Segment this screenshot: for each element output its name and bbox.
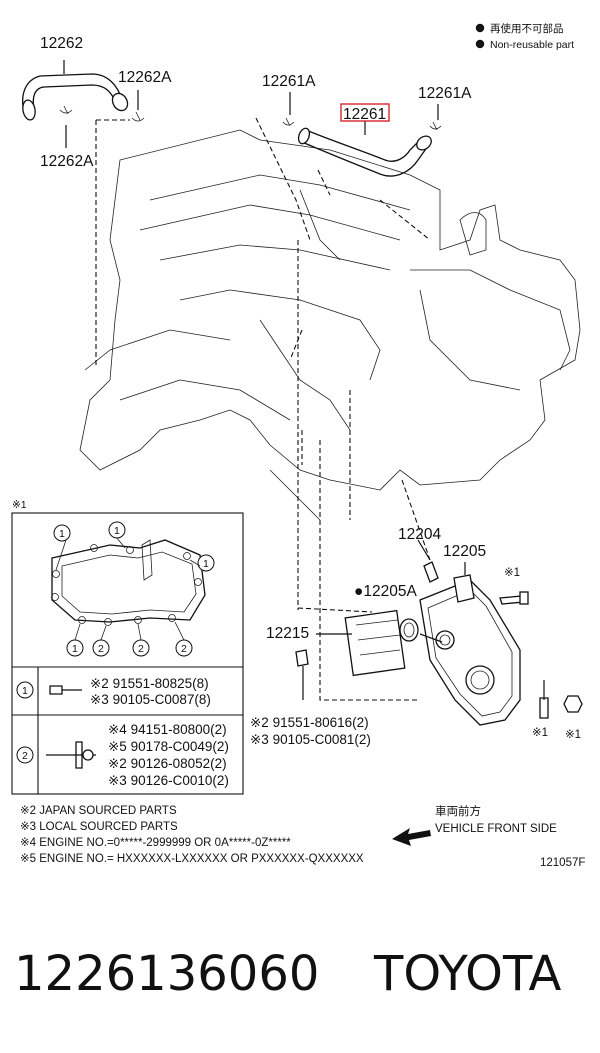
figure-id: 121057F — [540, 857, 585, 869]
gasket-inset: ※1 1 1 1 1 2 2 2 1 ※2 91 — [11, 499, 244, 795]
callout-labels: 12262 12262A 12262A 12261A 12261 12261A … — [40, 35, 581, 747]
marker-1-icon: 1 — [66, 639, 84, 657]
part-number: 1226136060 — [14, 946, 319, 1002]
callout-star1-nut: ※1 — [565, 729, 581, 741]
row1-marker-icon: 1 — [16, 681, 34, 699]
vehicle-direction: 車両前方 VEHICLE FRONT SIDE — [392, 804, 557, 846]
marker-1-icon: 1 — [53, 524, 71, 542]
marker-1-icon: 1 — [197, 554, 215, 572]
svg-text:2: 2 — [22, 750, 28, 762]
bolt-icon — [49, 685, 63, 695]
callout-12261-highlight: 12261 — [343, 106, 386, 123]
note-4: ※5 ENGINE NO.= HXXXXXX-LXXXXXX OR PXXXXX… — [20, 853, 364, 865]
callout-12204: 12204 — [398, 526, 441, 543]
svg-text:2: 2 — [138, 643, 144, 655]
direction-jp: 車両前方 — [435, 804, 481, 818]
marker-2-icon: 2 — [132, 639, 150, 657]
brand-name: TOYOTA — [373, 946, 562, 1002]
callout-12205a: ●12205A — [354, 583, 417, 600]
callout-12261a-right: 12261A — [418, 85, 472, 102]
note-3: ※4 ENGINE NO.=0*****-2999999 OR 0A*****-… — [20, 837, 291, 849]
inset-tag: ※1 — [12, 499, 27, 511]
bolt-callout-1: ※2 91551-80616(2) — [250, 715, 369, 730]
svg-text:2: 2 — [98, 643, 104, 655]
callout-12262a-top: 12262A — [118, 69, 172, 86]
svg-text:1: 1 — [72, 643, 78, 655]
row2-line1: ※4 94151-80800(2) — [108, 722, 227, 737]
callout-12262a-left: 12262A — [40, 153, 94, 170]
legend-jp: 再使用不可部品 — [490, 22, 564, 35]
callout-star1-top: ※1 — [504, 567, 520, 579]
legend-en: Non-reusable part — [490, 39, 574, 51]
note-1: ※2 JAPAN SOURCED PARTS — [20, 805, 177, 817]
bullet-icon — [475, 23, 485, 33]
bullet-icon — [475, 39, 485, 49]
vvt-cover-drawing — [295, 539, 583, 726]
callout-12205: 12205 — [443, 543, 486, 560]
row1-line2: ※3 90105-C0087(8) — [90, 692, 211, 707]
dashed-guides — [95, 117, 431, 701]
svg-text:1: 1 — [203, 558, 209, 570]
bolt-callout-2: ※3 90105-C0081(2) — [250, 732, 371, 747]
highlight-box — [340, 103, 390, 122]
row1-line1: ※2 91551-80825(8) — [90, 676, 209, 691]
nut-icon — [82, 749, 94, 761]
row2-line2: ※5 90178-C0049(2) — [108, 739, 229, 754]
callout-star1-bolt: ※1 — [532, 727, 548, 739]
row2-line3: ※2 90126-08052(2) — [108, 756, 227, 771]
svg-text:2: 2 — [181, 643, 187, 655]
callout-12215: 12215 — [266, 625, 309, 642]
row2-line4: ※3 90126-C0010(2) — [108, 773, 229, 788]
hose-12261-drawing — [282, 92, 442, 177]
marker-1-icon: 1 — [108, 521, 126, 539]
footnotes: ※2 JAPAN SOURCED PARTS ※3 LOCAL SOURCED … — [20, 805, 364, 865]
callout-12262: 12262 — [40, 35, 83, 52]
callout-12261a-left: 12261A — [262, 73, 316, 90]
svg-text:1: 1 — [22, 685, 28, 697]
non-reusable-legend: 再使用不可部品 Non-reusable part — [475, 22, 574, 51]
engine-block-drawing — [79, 129, 581, 521]
marker-2-icon: 2 — [92, 639, 110, 657]
hose-12262-drawing — [22, 60, 145, 148]
svg-text:1: 1 — [59, 528, 65, 540]
arrow-left-icon — [392, 828, 431, 846]
direction-en: VEHICLE FRONT SIDE — [435, 823, 557, 835]
note-2: ※3 LOCAL SOURCED PARTS — [20, 821, 178, 833]
marker-2-icon: 2 — [175, 639, 193, 657]
svg-text:1: 1 — [114, 525, 120, 537]
row2-marker-icon: 2 — [16, 746, 34, 764]
